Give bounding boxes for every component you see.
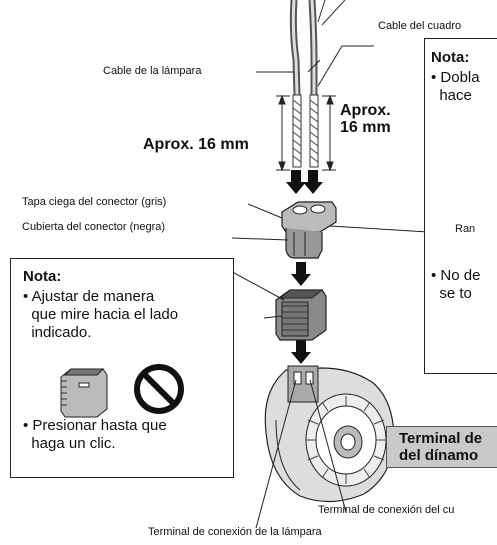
note-left-title: Nota: bbox=[23, 268, 62, 285]
connector-cover bbox=[275, 289, 327, 341]
lamp-cable-label: Cable de la lámpara bbox=[103, 65, 202, 77]
stripped-wire-ends bbox=[292, 94, 319, 168]
lamp-terminal-label: Terminal de conexión de la lámpara bbox=[148, 526, 322, 538]
insert-arrows bbox=[286, 170, 323, 364]
dimension-right-label-line2: 16 mm bbox=[340, 119, 391, 136]
note-right-bullet1-line1: • Dobla bbox=[431, 69, 480, 86]
dynamo-terminal-line1: Terminal de bbox=[399, 430, 483, 447]
connector-cover-label: Cubierta del conector (negra) bbox=[22, 221, 166, 233]
frame-cable-label: Cable del cuadro bbox=[378, 20, 462, 32]
note-right-bullet2-line1: • No de bbox=[431, 267, 481, 284]
connector-cap-label: Tapa ciega del conector (gris) bbox=[22, 196, 167, 208]
note-left-bullet1-line3: indicado. bbox=[23, 324, 92, 341]
note-right-bullet2-line2: se to bbox=[431, 285, 472, 302]
dynamo-terminal-line2: del dínamo bbox=[399, 447, 479, 464]
dynamo-terminal-box: Terminal de del dínamo bbox=[386, 426, 497, 468]
note-right-bullet1-line2: hace bbox=[431, 87, 472, 104]
cover-orientation-icon bbox=[60, 368, 108, 418]
note-right-box: Nota: • Dobla hace Ran • No de se to bbox=[424, 38, 497, 374]
note-left-box: Nota: • Ajustar de manera que mire hacia… bbox=[10, 258, 234, 478]
note-left-bullet2-line1: • Presionar hasta que bbox=[23, 417, 167, 434]
dimension-left-label: Aprox. 16 mm bbox=[143, 136, 249, 153]
dynamo-hub bbox=[264, 365, 395, 503]
note-left-bullet2-line2: haga un clic. bbox=[23, 435, 116, 452]
dimension-right-label-line1: Aprox. bbox=[340, 102, 391, 119]
note-right-ran-label: Ran bbox=[455, 223, 476, 235]
dimension-arrows bbox=[276, 94, 336, 172]
prohibited-icon bbox=[134, 364, 184, 414]
note-left-bullet1-line1: • Ajustar de manera bbox=[23, 288, 155, 305]
frame-terminal-label: Terminal de conexión del cu bbox=[318, 504, 455, 516]
note-right-title: Nota: bbox=[431, 49, 470, 66]
note-left-bullet1-line2: que mire hacia el lado bbox=[23, 306, 179, 323]
connector-cap bbox=[281, 201, 337, 259]
